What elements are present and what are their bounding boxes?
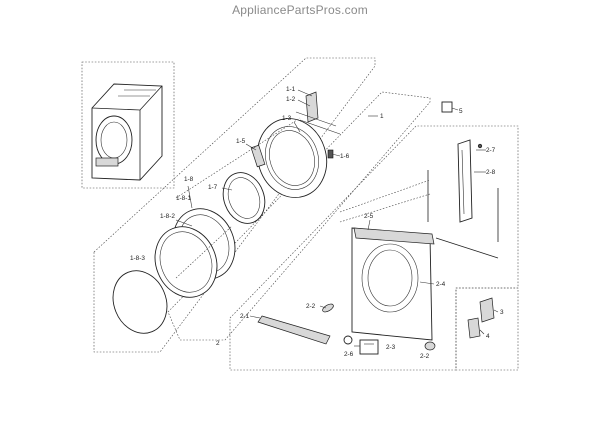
label-2-4: 2-4	[436, 281, 446, 288]
dryer-overview-thumbnail	[91, 83, 163, 181]
label-1-7: 1-7	[208, 184, 218, 191]
group-outline-dryer-overview	[81, 61, 175, 189]
group-outline-front-panel	[167, 91, 431, 341]
door-cover-part	[154, 226, 218, 298]
hinge-part-a	[479, 297, 495, 323]
label-3: 3	[500, 309, 504, 316]
label-2: 2	[216, 340, 220, 347]
label-4: 4	[486, 333, 490, 340]
label-2-1: 2-1	[240, 313, 250, 320]
label-2-7: 2-7	[486, 147, 496, 154]
group-outline-hinge-box	[455, 287, 519, 371]
door-latch-part	[305, 91, 319, 123]
label-1-8: 1-8	[184, 176, 194, 183]
panel-top-strip-part	[353, 227, 435, 245]
bracket-part	[457, 139, 473, 223]
front-panel-parts	[257, 101, 499, 355]
door-parts	[112, 91, 341, 334]
label-1-3: 1-3	[282, 115, 292, 122]
label-2-2-a: 2-2	[306, 303, 316, 310]
label-1-8-1: 1-8-1	[176, 195, 191, 202]
label-5: 5	[459, 108, 463, 115]
label-2-6: 2-6	[344, 351, 354, 358]
label-1: 1	[380, 113, 384, 120]
part-labels: 1 1-1 1-2 1-3 1-5 1-6 1-7 1-8 1-8-1 1-8-…	[130, 86, 504, 360]
label-2-8: 2-8	[486, 169, 496, 176]
handle-strip-part	[257, 315, 331, 345]
hinge-part-b	[467, 317, 481, 339]
screw-part	[477, 143, 483, 149]
spring-part-a	[322, 303, 334, 313]
door-glass-part	[112, 270, 168, 334]
label-1-2: 1-2	[286, 96, 296, 103]
door-hinge-part	[250, 144, 266, 168]
front-panel-part	[351, 227, 433, 341]
label-1-8-2: 1-8-2	[160, 213, 175, 220]
group-outlines	[81, 57, 519, 371]
label-1-1: 1-1	[286, 86, 296, 93]
label-2-5: 2-5	[364, 213, 374, 220]
label-1-6: 1-6	[340, 153, 350, 160]
spring-part-b	[424, 341, 436, 351]
watermark: AppliancePartsPros.com	[232, 3, 368, 17]
group-outline-door-assembly	[93, 57, 376, 353]
block-part	[441, 101, 453, 113]
label-2-2-b: 2-2	[420, 353, 430, 360]
switch-box-part	[359, 339, 379, 355]
label-2-3: 2-3	[386, 344, 396, 351]
label-1-8-3: 1-8-3	[130, 255, 145, 262]
small-fitting-part	[343, 335, 353, 345]
label-1-5: 1-5	[236, 138, 246, 145]
leader-lines	[175, 89, 499, 347]
door-frame-part	[256, 118, 328, 198]
